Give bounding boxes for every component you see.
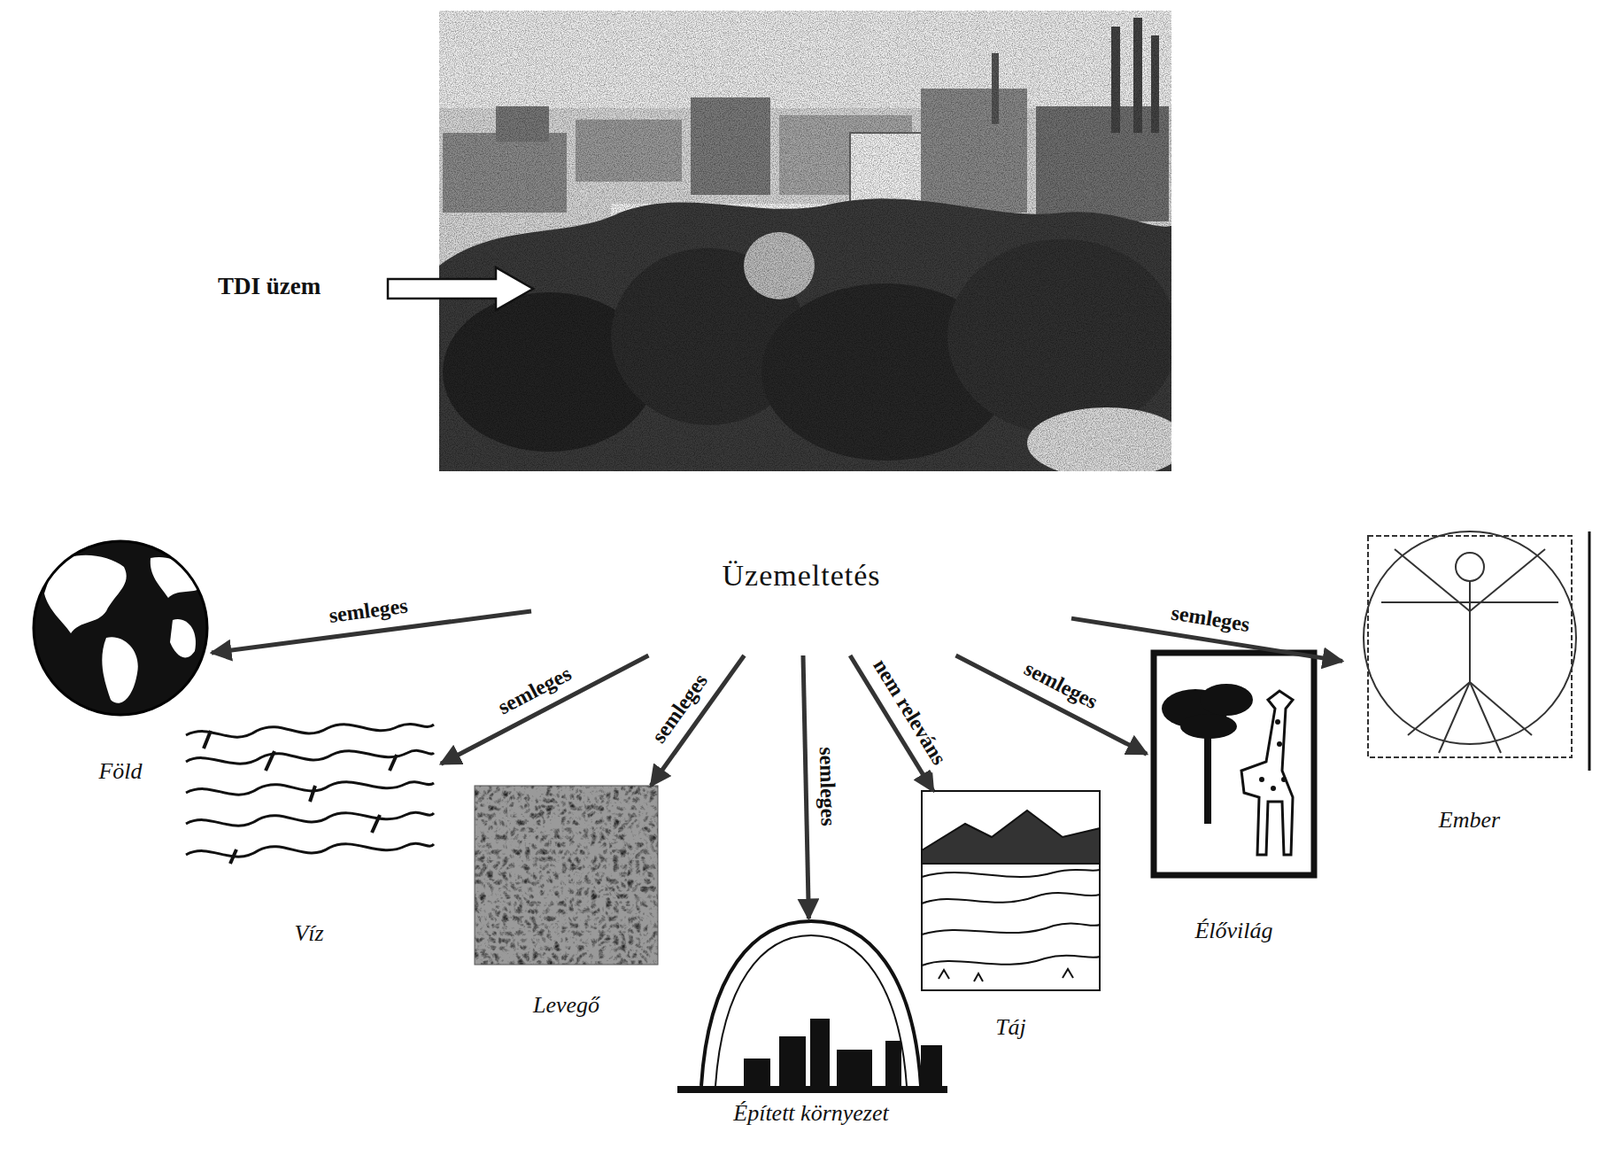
vitruvian-man-picture [1363,531,1590,771]
pointer-label: TDI üzem [217,272,321,301]
edge-label: semleges [324,593,413,629]
pointer-arrow [387,267,534,310]
edge-label: semleges [1017,655,1106,717]
edge-label: semleges [813,742,841,830]
giraffe-picture [1153,652,1315,875]
arch-skyline-picture [677,920,948,1093]
edge-label: semleges [1166,599,1255,637]
impact-target: Táj [917,790,1105,1044]
picture-caption: Levegő [470,991,663,1019]
impact-target: Levegő [470,785,663,1022]
impact-target: Élővilág [1146,649,1322,948]
picture-caption: Élővilág [1146,917,1322,944]
impact-target: Ember [1342,525,1597,837]
factory-photo [439,10,1172,472]
center-node: Üzemeltetés [531,495,1072,656]
picture-caption: Víz [177,919,441,947]
impact-target: Épített környezet [641,918,981,1130]
picture-caption: Ember [1342,806,1597,834]
impact-arrow [956,655,1148,754]
impact-target: Föld [29,541,212,789]
air-picture [474,785,658,965]
water-picture [181,714,437,880]
impact-target: Víz [177,714,441,951]
picture-caption: Föld [29,757,212,785]
impact-arrow [803,655,809,919]
picture-caption: Táj [917,1013,1105,1041]
picture-caption: Épített környezet [641,1099,981,1127]
impact-arrow [440,655,649,764]
landscape-picture [921,790,1100,990]
node-title: Üzemeltetés [721,558,881,593]
globe-picture [33,541,208,715]
